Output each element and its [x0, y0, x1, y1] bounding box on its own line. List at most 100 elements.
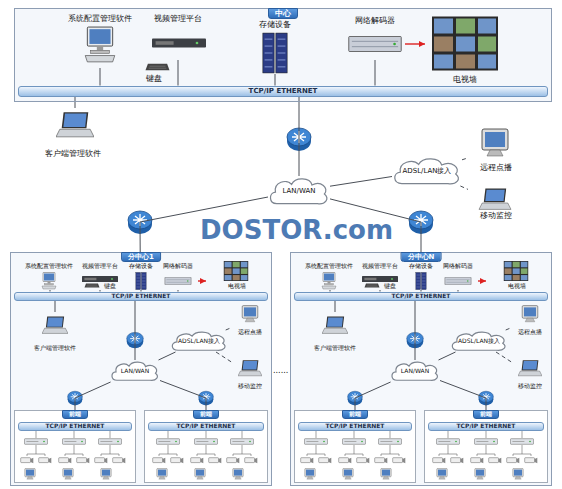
- connector: [75, 97, 76, 109]
- connector: [216, 352, 232, 362]
- connector: [496, 352, 512, 362]
- node-label: 移动监控: [480, 211, 512, 220]
- node-label: ADSL/LAN接入: [403, 167, 452, 175]
- connector: [506, 327, 512, 330]
- network-cloud: LAN/WAN: [390, 360, 440, 382]
- node-label: 电视墙: [508, 283, 526, 290]
- node-label: 客户端管理软件: [314, 345, 356, 352]
- bus-label: TCP/IP ETHERNET: [112, 293, 171, 300]
- connector: [478, 280, 486, 281]
- panel-tab: 前端: [473, 410, 499, 419]
- connector: [462, 158, 468, 160]
- connector: [405, 43, 425, 44]
- front-end-panel: 前端 TCP/IP ETHERNET: [294, 410, 416, 483]
- text-label: 键盘: [146, 74, 162, 83]
- node-label: LAN/WAN: [282, 187, 315, 195]
- laptop-icon: [479, 189, 511, 210]
- connector: [439, 352, 456, 360]
- node-label: 远程点播: [238, 329, 262, 336]
- node-label: 存储设备: [409, 263, 433, 270]
- panel-tab: 分中心1: [121, 252, 161, 262]
- node-label: 系统配置管理软件: [25, 263, 73, 270]
- monitor-icon: [482, 129, 508, 156]
- device-label: 移动监控: [468, 184, 524, 220]
- network-bus: TCP/IP ETHERNET: [18, 422, 132, 431]
- node-label: LAN/WAN: [121, 368, 149, 375]
- bus-label: TCP/IP ETHERNET: [249, 87, 318, 95]
- network-bus: TCP/IP ETHERNET: [294, 292, 548, 301]
- front-end-panel: 前端 TCP/IP ETHERNET: [424, 410, 548, 483]
- node-label: 远程点播: [518, 329, 542, 336]
- video-wall-icon: [432, 17, 498, 71]
- region-panel: 分中心N系统配置管理软件视频管理平台存储设备网络解码器电视墙TCP/IP ETH…: [290, 252, 552, 486]
- node-label: ADSL/LAN接入: [458, 338, 500, 345]
- text-label: 键盘: [104, 283, 116, 290]
- device-label: 远程点播: [468, 126, 524, 172]
- node-label: 存储设备: [259, 20, 291, 29]
- node-label: LAN/WAN: [401, 368, 429, 375]
- device-label: 电视墙: [425, 14, 505, 84]
- node-label: 移动监控: [518, 383, 542, 390]
- device-label: 存储设备: [406, 263, 436, 290]
- device-label: 电视墙: [486, 260, 548, 290]
- storage-icon: [263, 33, 287, 73]
- device-label: 网络解码器: [438, 263, 478, 290]
- device-label: 存储设备: [126, 263, 156, 290]
- region-panel: 中心系统配置管理软件视频管理平台存储设备网络解码器电视墙TCP/IP ETHER…: [14, 8, 552, 102]
- connector: [330, 177, 392, 187]
- network-cloud: LAN/WAN: [110, 360, 160, 382]
- region-panel: 分中心1 系统配置管理软件 视频管理平台 存储设备网络解码器电视墙 TCP/IP ETH…: [10, 252, 272, 486]
- bus-label: TCP/IP ETHERNET: [46, 423, 105, 430]
- network-bus: TCP/IP ETHERNET: [148, 422, 264, 431]
- device-label: 移动监控: [512, 358, 548, 390]
- computer-icon: [85, 27, 115, 62]
- bus-label: TCP/IP ETHERNET: [177, 423, 236, 430]
- bus-label: TCP/IP ETHERNET: [392, 293, 451, 300]
- device-label: 远程点播: [232, 304, 268, 336]
- network-bus: TCP/IP ETHERNET: [14, 292, 268, 301]
- device-label: 客户端管理软件: [30, 108, 115, 158]
- node-label: 客户端管理软件: [34, 345, 76, 352]
- text-label: ......: [273, 366, 288, 375]
- node-label: 电视墙: [453, 75, 477, 84]
- connector: [178, 60, 179, 86]
- node-label: 视频管理平台: [154, 14, 202, 23]
- network-cloud: ADSL/LAN接入: [170, 330, 228, 352]
- device-label: 客户端管理软件: [20, 312, 90, 352]
- node-label: 电视墙: [228, 283, 246, 290]
- panel-tab: 前端: [342, 410, 368, 419]
- node-label: ADSL/LAN接入: [178, 338, 220, 345]
- panel-tab: 前端: [62, 410, 88, 419]
- device-label: 视频管理平台: [148, 14, 208, 60]
- network-cloud: ADSL/LAN接入: [392, 156, 462, 186]
- network-cloud: ADSL/LAN接入: [450, 330, 508, 352]
- laptop-icon: [56, 112, 94, 137]
- node-label: 系统配置管理软件: [68, 14, 132, 23]
- node-label: 视频管理平台: [82, 263, 118, 270]
- connector: [275, 74, 276, 86]
- subcenter-illustration: [10, 252, 272, 486]
- device-label: 远程点播: [512, 304, 548, 336]
- device-label: 客户端管理软件: [300, 312, 370, 352]
- node-label: 网络解码器: [355, 16, 395, 25]
- node-label: 移动监控: [238, 383, 262, 390]
- text-label: 键盘: [384, 283, 396, 290]
- device-label: 电视墙: [206, 260, 268, 290]
- connector: [440, 381, 486, 411]
- panel-tab: 分中心N: [401, 252, 442, 262]
- front-end-panel: 前端TCP/IP ETHERNET: [144, 410, 268, 483]
- watermark: DOSTOR.com: [200, 216, 393, 246]
- network-cloud: LAN/WAN: [268, 176, 330, 206]
- connector: [355, 382, 391, 410]
- connector: [55, 301, 56, 313]
- connector: [100, 68, 101, 86]
- bus-label: TCP/IP ETHERNET: [326, 423, 385, 430]
- network-bus: TCP/IP ETHERNET: [428, 422, 544, 431]
- device-label: 系统配置管理软件: [302, 263, 356, 290]
- connector: [335, 301, 336, 313]
- device-label: 网络解码器: [345, 16, 405, 60]
- connector: [159, 352, 176, 360]
- platform-icon: [152, 39, 206, 48]
- device-label: 网络解码器: [158, 263, 198, 290]
- decoder-icon: [349, 36, 401, 51]
